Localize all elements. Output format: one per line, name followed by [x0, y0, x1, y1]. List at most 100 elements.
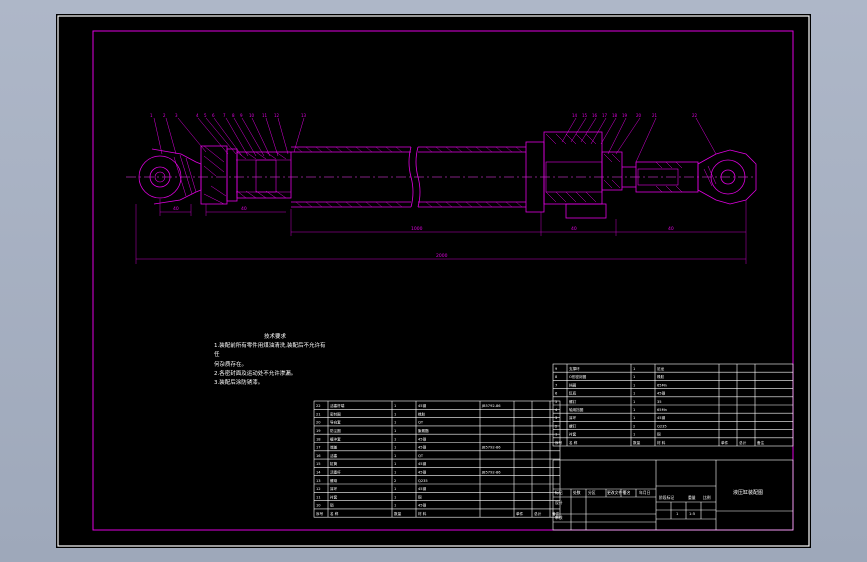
drawing-sheet: 2000 1000 40 40 40 40 1 2 3 4 5 6 7 8 9 … [56, 14, 811, 548]
left-part-name-11: 衬套 [330, 494, 338, 499]
left-part-qty-21: 1 [394, 412, 396, 416]
balloon-15: 15 [582, 113, 588, 118]
dim-total: 2000 [436, 253, 448, 259]
right-part-name-9: 支撑环 [569, 366, 580, 371]
left-part-header-qty: 数量 [394, 511, 402, 516]
left-part-mat-19: 聚氨酯 [418, 428, 429, 433]
left-part-header-name: 名 称 [330, 511, 339, 516]
tb-ratio: 比例 [703, 495, 711, 500]
left-part-no-12: 12 [316, 487, 321, 491]
left-part-mat-13: Q235 [418, 479, 428, 483]
balloon-12: 12 [274, 113, 280, 118]
left-part-no-16: 16 [316, 454, 321, 458]
left-part-mat-15: 45钢 [418, 461, 427, 466]
left-part-header-note1: 单件 [516, 511, 524, 516]
dim-left-1: 40 [173, 206, 179, 212]
right-part-name-3: 耳环 [569, 415, 577, 420]
left-part-std-14: JB5792-86 [481, 471, 501, 475]
tech-note-3: 3.装配后涂防锈漆。 [214, 378, 263, 386]
right-part-header-name: 名 称 [569, 440, 578, 445]
left-part-header-note2: 总计 [534, 511, 542, 516]
balloon-6: 6 [212, 113, 215, 118]
left-part-qty-17: 1 [394, 446, 396, 450]
left-part-name-19: 防尘圈 [330, 428, 341, 433]
right-part-qty-4: 1 [633, 408, 635, 412]
left-part-mat-18: 45钢 [418, 436, 427, 441]
right-part-mat-1: 铜 [657, 432, 661, 437]
left-part-qty-20: 1 [394, 421, 396, 425]
balloon-14: 14 [572, 113, 578, 118]
right-part-qty-6: 1 [633, 392, 635, 396]
tech-note-1b: 任 [214, 350, 220, 358]
left-part-qty-16: 1 [394, 454, 396, 458]
tb-stage: 阶段标记 [659, 495, 674, 500]
left-part-name-18: 缓冲套 [330, 436, 341, 441]
tech-note-2: 2.各密封面及运动处不允许渗漏。 [214, 369, 296, 377]
left-part-no-13: 13 [316, 479, 321, 483]
tb-label-mark: 标记 [555, 490, 563, 495]
left-part-name-12: 耳环 [330, 486, 338, 491]
left-part-no-21: 21 [316, 412, 321, 416]
left-part-name-21: 密封圈 [330, 411, 341, 416]
balloon-7: 7 [223, 113, 226, 118]
left-part-name-17: 端盖 [330, 445, 338, 450]
right-part-qty-9: 1 [633, 367, 635, 371]
left-part-no-22: 22 [316, 404, 321, 408]
left-part-mat-17: 45钢 [418, 445, 427, 450]
right-part-name-1: 衬套 [569, 432, 577, 437]
drawing-title: 液压缸装配图 [733, 489, 763, 496]
balloon-17: 17 [602, 113, 608, 118]
left-part-name-16: 活塞 [330, 453, 338, 458]
balloon-13: 13 [301, 113, 307, 118]
left-part-name-15: 缸筒 [330, 461, 338, 466]
tb-label-date: 年月日 [639, 490, 651, 495]
left-part-no-20: 20 [316, 421, 321, 425]
right-part-qty-5: 1 [633, 400, 635, 404]
right-part-header-note2: 总计 [739, 440, 747, 445]
tb-label-count: 处数 [573, 490, 581, 495]
right-part-mat-6: 45钢 [657, 391, 666, 396]
dim-left-2: 40 [241, 206, 247, 212]
left-part-no-19: 19 [316, 429, 321, 433]
right-part-mat-3: 45钢 [657, 415, 666, 420]
right-part-mat-4: 65Mn [657, 408, 667, 412]
balloon-16: 16 [592, 113, 598, 118]
left-part-mat-22: 45钢 [418, 403, 427, 408]
balloon-8: 8 [232, 113, 235, 118]
left-part-qty-13: 2 [394, 479, 396, 483]
balloon-labels: 1 2 3 4 5 6 7 8 9 10 11 12 13 14 15 16 1… [150, 113, 698, 118]
right-part-no-1: 1 [555, 433, 557, 437]
balloon-1: 1 [150, 113, 153, 118]
left-part-mat-21: 橡胶 [418, 411, 426, 416]
left-part-header-no: 序号 [316, 511, 324, 516]
right-part-mat-5: 35 [657, 400, 662, 404]
balloon-20: 20 [636, 113, 642, 118]
right-part-qty-2: 2 [633, 424, 635, 428]
right-part-header-qty: 数量 [633, 440, 641, 445]
balloon-9: 9 [240, 113, 243, 118]
left-part-std-22: JB5792-86 [481, 404, 501, 408]
right-part-header-note1: 单件 [721, 440, 729, 445]
left-part-qty-14: 1 [394, 471, 396, 475]
tb-label-sign: 签名 [623, 490, 631, 495]
right-part-no-7: 7 [555, 383, 557, 387]
right-part-no-8: 8 [555, 375, 558, 379]
right-part-header-mat: 材 料 [657, 440, 666, 445]
left-part-no-18: 18 [316, 437, 321, 441]
left-part-mat-14: 45钢 [418, 470, 427, 475]
dim-right-1: 40 [571, 226, 577, 232]
right-part-name-8: O形密封圈 [569, 374, 587, 379]
left-part-no-14: 14 [316, 471, 321, 475]
scale-value: 1:5 [689, 511, 696, 516]
right-part-mat-8: 橡胶 [657, 374, 665, 379]
right-part-mat-2: Q235 [657, 424, 667, 428]
left-part-no-17: 17 [316, 446, 321, 450]
left-part-name-20: 导向套 [330, 420, 341, 425]
balloon-4: 4 [196, 113, 199, 118]
tb-label-change: 更改文件号 [607, 490, 626, 495]
dim-stroke: 1000 [411, 226, 423, 232]
balloon-22: 22 [692, 113, 698, 118]
balloon-2: 2 [163, 113, 166, 118]
